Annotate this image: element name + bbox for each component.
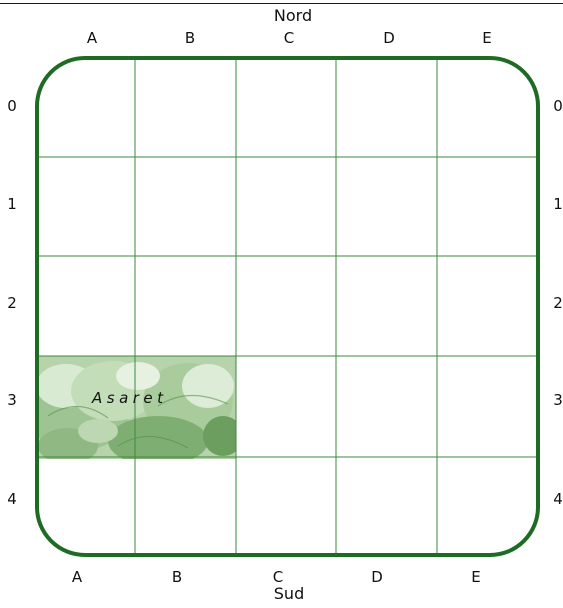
row-label-right-4: 4	[553, 490, 563, 508]
column-label-bottom-d: D	[371, 568, 383, 586]
column-label-bottom-a: A	[71, 568, 83, 586]
row-label-left-1: 1	[7, 195, 17, 213]
top-rule	[0, 3, 563, 4]
column-label-top-d: D	[383, 29, 395, 47]
column-label-top-c: C	[283, 29, 295, 47]
column-label-bottom-e: E	[471, 568, 481, 586]
row-label-right-0: 0	[553, 97, 563, 115]
garden-border	[35, 56, 540, 557]
column-label-bottom-c: C	[272, 568, 284, 586]
plant-photo-asaret	[38, 356, 236, 459]
row-label-left-4: 4	[7, 490, 17, 508]
column-label-bottom-b: B	[171, 568, 183, 586]
row-label-right-1: 1	[553, 195, 563, 213]
row-label-right-3: 3	[553, 391, 563, 409]
column-label-top-b: B	[184, 29, 196, 47]
column-label-top-e: E	[482, 29, 492, 47]
row-label-left-2: 2	[7, 294, 17, 312]
row-label-left-3: 3	[7, 391, 17, 409]
garden-grid	[35, 56, 540, 557]
plant-label-asaret: Asaret	[92, 389, 168, 407]
south-label: Sud	[273, 584, 305, 603]
north-label: Nord	[273, 6, 313, 25]
row-label-left-0: 0	[7, 97, 17, 115]
column-label-top-a: A	[86, 29, 98, 47]
row-label-right-2: 2	[553, 294, 563, 312]
